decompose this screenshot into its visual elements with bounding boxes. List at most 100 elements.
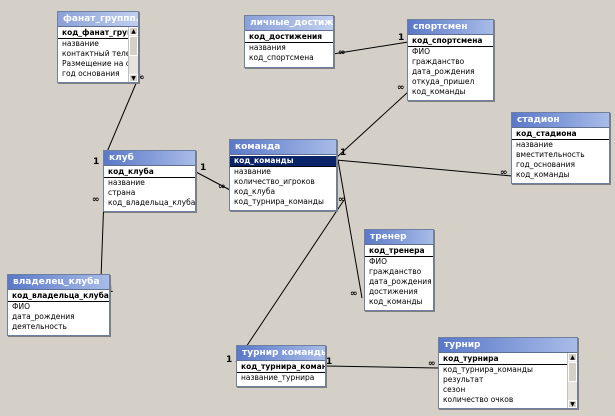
- field-item[interactable]: достижения: [369, 287, 418, 296]
- field-item[interactable]: код_спортсмена: [249, 53, 314, 62]
- scroll-thumb[interactable]: [129, 36, 138, 56]
- scroll-up-icon[interactable]: ▲: [568, 353, 577, 361]
- field-item[interactable]: дата_рождения: [412, 67, 475, 76]
- table-title[interactable]: турнир: [439, 338, 577, 353]
- field-item[interactable]: контактный телеф: [62, 49, 128, 58]
- relation-line-turnir-komandy-turnir: [325, 365, 439, 369]
- relation-line-komanda-turnir-komandy: [235, 199, 345, 363]
- table-title[interactable]: турнир команды: [237, 346, 325, 361]
- field-item[interactable]: название_турнира: [241, 373, 315, 382]
- one-marker: 1: [340, 148, 346, 158]
- many-marker: ∞: [428, 359, 436, 369]
- field-item[interactable]: количество очков: [443, 395, 514, 404]
- field-list: код_достижения названия код_спортсмена: [245, 31, 333, 67]
- field-item[interactable]: код_стадиона: [512, 129, 609, 140]
- field-item[interactable]: количество_игроков: [234, 177, 315, 186]
- table-title[interactable]: владелец_клуба: [8, 275, 109, 290]
- scroll-thumb[interactable]: [568, 362, 577, 382]
- field-item[interactable]: код_тренера: [365, 246, 433, 257]
- table-vladelec-kluba[interactable]: владелец_клуба код_владельца_клуба ФИО д…: [7, 274, 110, 336]
- one-marker: 1: [226, 355, 232, 365]
- field-item[interactable]: код_спортсмена: [408, 36, 493, 47]
- relation-line-klub-komanda: [195, 171, 231, 191]
- table-turnir[interactable]: турнир код_турнира код_турнира_команды р…: [438, 337, 578, 409]
- many-marker: ∞: [92, 195, 100, 205]
- field-item[interactable]: название: [516, 140, 553, 149]
- relation-line-komanda-trener: [337, 159, 363, 299]
- field-item[interactable]: гражданство: [412, 57, 465, 66]
- many-marker: ∞: [397, 83, 405, 93]
- scroll-down-icon[interactable]: ▼: [568, 400, 577, 408]
- field-item[interactable]: гражданство: [369, 267, 422, 276]
- table-lichnye-dostizheniya[interactable]: личные_достиже... код_достижения названи…: [244, 15, 334, 68]
- field-item[interactable]: дата_рождения: [12, 312, 75, 321]
- field-item[interactable]: вместительность: [516, 150, 585, 159]
- field-item[interactable]: сезон: [443, 385, 466, 394]
- table-klub[interactable]: клуб код_клуба название страна код_владе…: [103, 150, 196, 212]
- one-marker: 1: [200, 163, 206, 173]
- field-item[interactable]: результат: [443, 375, 484, 384]
- vertical-scrollbar[interactable]: ▲ ▼: [128, 27, 138, 82]
- field-item[interactable]: код_команды: [412, 87, 466, 96]
- table-title[interactable]: фанат_группп...: [58, 12, 138, 27]
- field-item[interactable]: код_владельца_клуба: [108, 198, 195, 207]
- field-item[interactable]: код_команды: [369, 297, 423, 306]
- table-fanat[interactable]: фанат_группп... код_фанат_группп названи…: [57, 11, 139, 83]
- one-marker: 1: [93, 157, 99, 167]
- scroll-down-icon[interactable]: ▼: [129, 74, 138, 82]
- field-item[interactable]: код_клуба: [104, 167, 195, 178]
- field-item[interactable]: код_турнира: [439, 354, 567, 365]
- field-list: код_фанат_группп название контактный тел…: [58, 27, 138, 82]
- field-item[interactable]: код_фанат_группп: [58, 28, 128, 39]
- table-title[interactable]: личные_достиже...: [245, 16, 333, 31]
- field-list: код_тренера ФИО гражданство дата_рождени…: [365, 245, 433, 310]
- field-item[interactable]: код_турнира_команды: [443, 365, 533, 374]
- field-item[interactable]: код_клуба: [234, 187, 276, 196]
- field-item[interactable]: код_турнира_команд: [237, 362, 325, 373]
- table-sportsmen[interactable]: спортсмен код_спортсмена ФИО гражданство…: [407, 19, 494, 101]
- many-marker: ∞: [500, 168, 508, 178]
- scroll-up-icon[interactable]: ▲: [129, 27, 138, 35]
- vertical-scrollbar[interactable]: ▲ ▼: [567, 353, 577, 408]
- field-item[interactable]: ФИО: [369, 257, 387, 266]
- field-item-selected[interactable]: код_команды: [230, 156, 336, 167]
- field-item[interactable]: названия: [249, 43, 286, 52]
- field-item[interactable]: код_команды: [516, 170, 570, 179]
- relation-line-fanat-klub: [103, 73, 141, 160]
- table-turnir-komandy[interactable]: турнир команды код_турнира_команд назван…: [236, 345, 326, 387]
- one-marker: 1: [398, 33, 404, 43]
- relation-line-komanda-sportsmen: [335, 91, 409, 159]
- field-item[interactable]: откуда_пришел: [412, 77, 475, 86]
- many-marker: ∞: [350, 289, 358, 299]
- table-title[interactable]: стадион: [512, 113, 609, 128]
- table-komanda[interactable]: команда код_команды название количество_…: [229, 139, 337, 211]
- field-item[interactable]: код_владельца_клуба: [8, 291, 109, 302]
- field-list: код_владельца_клуба ФИО дата_рождения де…: [8, 290, 109, 335]
- table-title[interactable]: спортсмен: [408, 20, 493, 35]
- field-item[interactable]: код_турнира_команды: [234, 197, 324, 206]
- field-list: код_турнира код_турнира_команды результа…: [439, 353, 577, 408]
- field-item[interactable]: название: [234, 167, 271, 176]
- field-item[interactable]: ФИО: [12, 302, 30, 311]
- field-list: код_стадиона название вместительность го…: [512, 128, 609, 183]
- field-item[interactable]: страна: [108, 188, 136, 197]
- field-list: код_турнира_команд название_турнира: [237, 361, 325, 386]
- table-title[interactable]: команда: [230, 140, 336, 155]
- field-item[interactable]: деятельность: [12, 322, 67, 331]
- field-item[interactable]: дата_рождения: [369, 277, 432, 286]
- field-item[interactable]: год основания: [62, 69, 120, 78]
- field-item[interactable]: код_достижения: [245, 32, 333, 43]
- table-title[interactable]: клуб: [104, 151, 195, 166]
- many-marker: ∞: [338, 195, 346, 205]
- field-item[interactable]: Размещение на ст: [62, 59, 128, 68]
- field-list: код_спортсмена ФИО гражданство дата_рожд…: [408, 35, 493, 100]
- field-item[interactable]: название: [62, 39, 99, 48]
- field-item[interactable]: ФИО: [412, 47, 430, 56]
- field-item[interactable]: год_основания: [516, 160, 575, 169]
- table-trener[interactable]: тренер код_тренера ФИО гражданство дата_…: [364, 229, 434, 311]
- table-title[interactable]: тренер: [365, 230, 433, 245]
- table-stadion[interactable]: стадион код_стадиона название вместитель…: [511, 112, 610, 184]
- field-item[interactable]: название: [108, 178, 145, 187]
- many-marker: ∞: [218, 182, 226, 192]
